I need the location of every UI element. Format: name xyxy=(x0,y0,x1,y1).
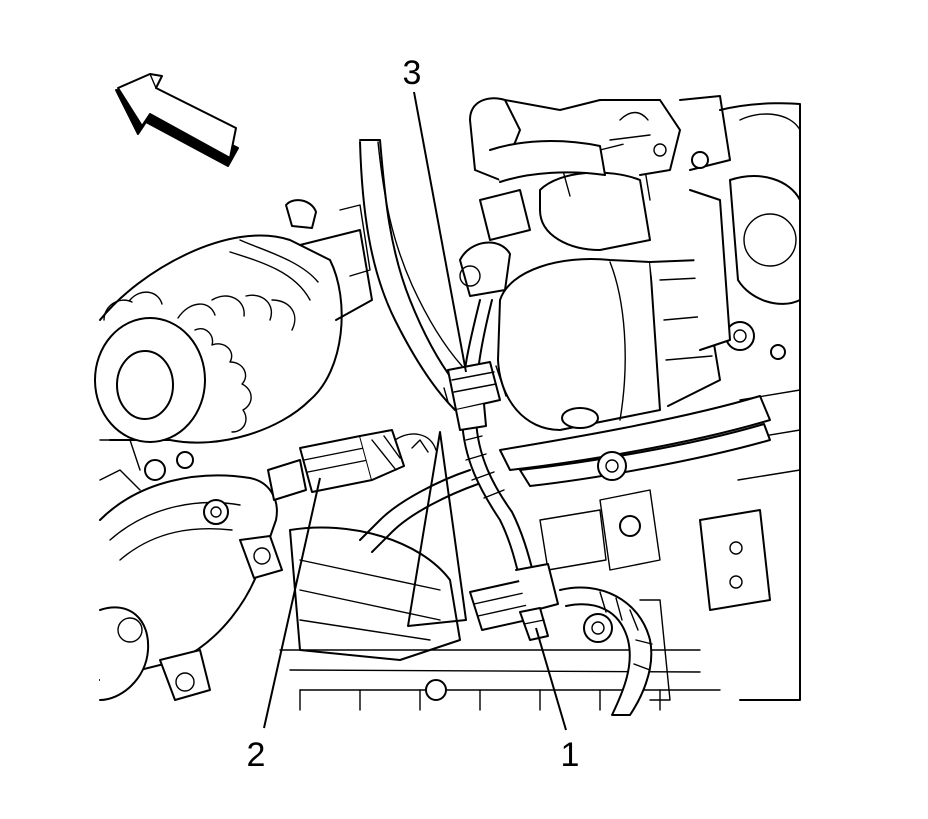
engine-block-right xyxy=(689,102,801,701)
callout-label-3: 3 xyxy=(403,54,422,92)
starter-motor xyxy=(497,139,721,431)
upper-hoses xyxy=(339,95,731,297)
leader-line-2 xyxy=(263,477,321,729)
lower-manifold xyxy=(239,509,721,711)
callout-leaders xyxy=(263,91,567,731)
callout-label-1: 1 xyxy=(561,736,580,774)
connector-2 xyxy=(267,429,437,501)
oil-filter xyxy=(94,199,373,444)
leader-line-3 xyxy=(413,91,467,373)
leader-line-1 xyxy=(535,627,567,731)
front-direction-arrow-icon xyxy=(115,73,239,167)
intake-elbow xyxy=(99,439,278,701)
connector-1 xyxy=(469,563,559,641)
mounting-rail xyxy=(499,395,771,571)
bracket-outline xyxy=(407,431,467,627)
engine-illustration xyxy=(94,95,801,716)
callout-label-2: 2 xyxy=(247,736,266,774)
connector-3 xyxy=(443,361,507,431)
